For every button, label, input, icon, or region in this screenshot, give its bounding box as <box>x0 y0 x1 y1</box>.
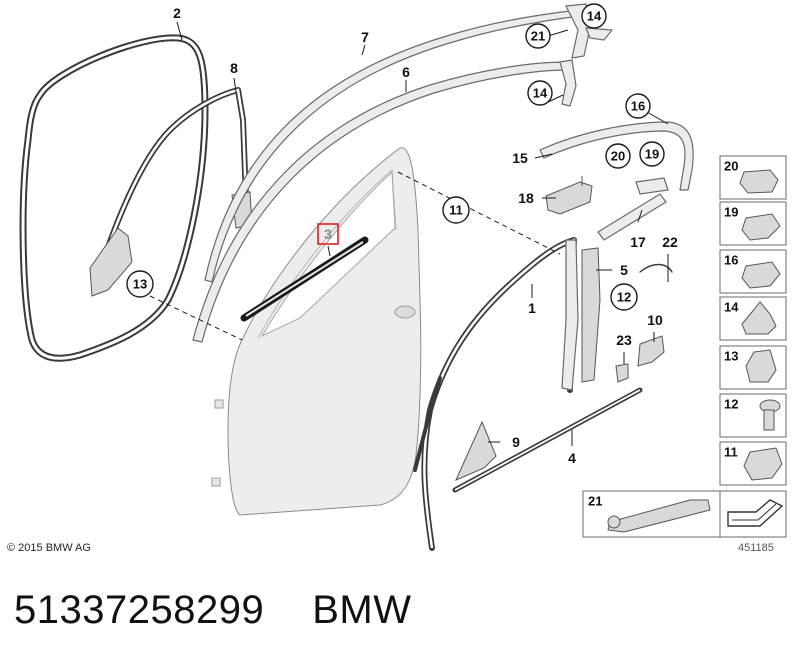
bracket-part-23 <box>615 363 629 383</box>
label-part-17: 17 <box>630 234 646 250</box>
label-part-8: 8 <box>230 60 238 76</box>
svg-text:21: 21 <box>588 494 602 509</box>
trim-part-17 <box>597 193 667 241</box>
label-part-4: 4 <box>568 450 576 466</box>
label-part-1: 1 <box>528 300 536 316</box>
pillar-strip <box>561 239 579 391</box>
svg-text:16: 16 <box>631 99 645 114</box>
label-part-22: 22 <box>662 234 678 250</box>
clip-part-18 <box>545 176 593 215</box>
callout-21: 21 <box>525 23 551 49</box>
legend-item-19: 19 <box>719 201 787 246</box>
window-seal-part-1 <box>413 237 577 551</box>
door-seal-part-2 <box>19 34 209 362</box>
callout-13: 13 <box>126 270 154 298</box>
legend-item-11: 11 <box>719 441 787 486</box>
highlight-box-part-3 <box>317 223 339 245</box>
callout-20: 20 <box>605 143 631 169</box>
callout-19: 19 <box>639 141 665 167</box>
label-part-23: 23 <box>616 332 632 348</box>
legend-item-14: 14 <box>719 296 787 341</box>
callout-11: 11 <box>442 196 470 224</box>
svg-text:16: 16 <box>724 253 738 268</box>
legend-item-12: 12 <box>719 393 787 438</box>
svg-text:14: 14 <box>724 300 739 315</box>
svg-text:19: 19 <box>645 147 659 162</box>
part-caption: 51337258299 BMW <box>14 588 411 633</box>
callout-14-top: 14 <box>581 3 607 29</box>
frame-seal-part-8 <box>89 87 253 297</box>
label-part-6: 6 <box>402 64 410 80</box>
diagram-id: 451185 <box>738 542 774 554</box>
svg-text:19: 19 <box>724 205 738 220</box>
legend-item-20: 20 <box>719 155 787 200</box>
svg-text:12: 12 <box>724 397 738 412</box>
label-part-10: 10 <box>647 312 663 328</box>
label-part-15: 15 <box>512 150 528 166</box>
callout-12: 12 <box>610 283 638 311</box>
label-part-9: 9 <box>512 434 520 450</box>
svg-text:14: 14 <box>587 9 602 24</box>
svg-text:20: 20 <box>611 149 625 164</box>
copyright-notice: © 2015 BMW AG <box>7 542 91 554</box>
legend-item-13: 13 <box>719 345 787 390</box>
label-part-7: 7 <box>361 29 369 45</box>
label-part-5: 5 <box>620 262 628 278</box>
label-part-3: 3 <box>324 226 332 242</box>
bracket-part-10 <box>637 335 665 367</box>
legend-arrow-box <box>719 490 787 538</box>
svg-text:11: 11 <box>724 445 738 460</box>
mirror-triangle-part-9 <box>455 420 497 481</box>
parts-diagram: 2 8 7 6 3 15 18 1 5 17 22 10 23 9 4 14 2… <box>19 3 787 551</box>
label-part-18: 18 <box>518 190 534 206</box>
svg-text:11: 11 <box>449 203 463 218</box>
door-panel <box>211 147 422 516</box>
pillar-cover-part-5 <box>581 247 601 383</box>
trim-end-14-lower <box>559 59 577 107</box>
roof-trim-part-16 <box>539 121 694 191</box>
trim-end-20 <box>635 177 669 195</box>
wire-part-22 <box>639 263 673 273</box>
svg-text:12: 12 <box>617 290 631 305</box>
svg-text:21: 21 <box>531 29 545 44</box>
svg-text:14: 14 <box>533 86 548 101</box>
callout-14-lower: 14 <box>527 80 553 106</box>
part-number: 51337258299 <box>14 588 265 632</box>
legend-item-16: 16 <box>719 249 787 294</box>
legend-item-21: 21 <box>582 490 721 538</box>
svg-text:13: 13 <box>133 277 147 292</box>
svg-text:13: 13 <box>724 349 738 364</box>
svg-text:20: 20 <box>724 159 738 174</box>
trim-corner-21 <box>585 27 614 41</box>
callout-16: 16 <box>625 93 651 119</box>
label-part-2: 2 <box>173 5 181 21</box>
brand-name: BMW <box>312 588 412 632</box>
